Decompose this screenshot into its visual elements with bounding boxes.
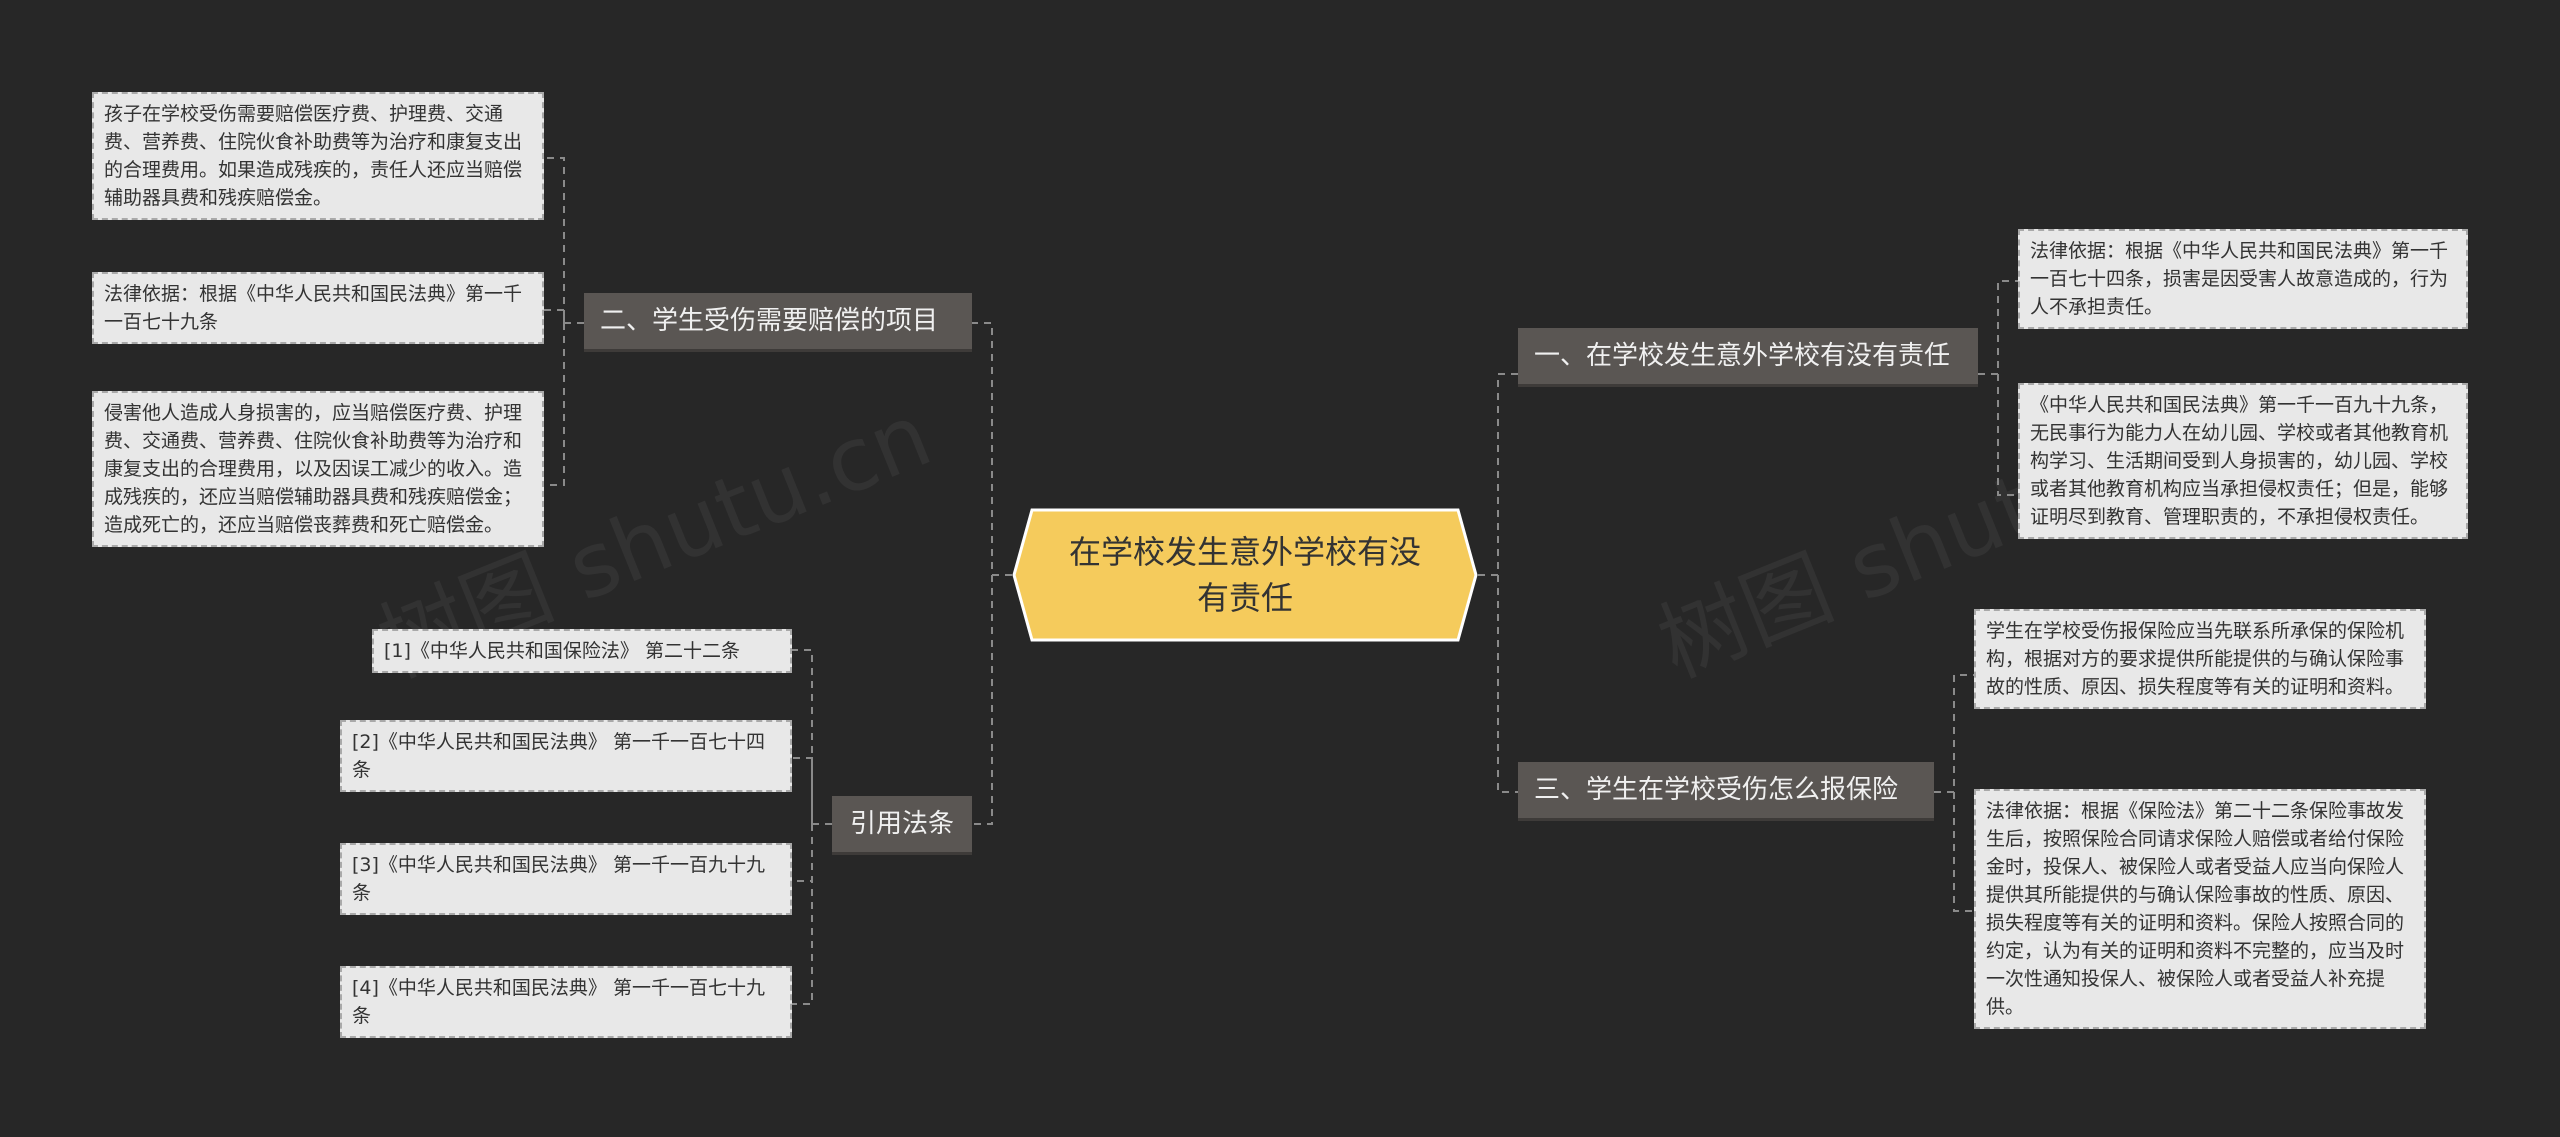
leaf-civil-code-1199[interactable]: 《中华人民共和国民法典》第一千一百九十九条，无民事行为能力人在幼儿园、学校或者其…: [2018, 383, 2468, 539]
connector-line: [1953, 792, 1974, 912]
leaf-text: 法律依据：根据《保险法》第二十二条保险事故发生后，按照保险合同请求保险人赔偿或者…: [1986, 800, 2405, 1018]
root-hexagon-shape: [1012, 508, 1478, 642]
leaf-text: 法律依据：根据《中华人民共和国民法典》第一千一百七十四条，损害是因受害人故意造成…: [2030, 240, 2449, 318]
connector-line: [792, 649, 832, 825]
leaf-insurance-steps[interactable]: 学生在学校受伤报保险应当先联系所承保的保险机构，根据对方的要求提供所能提供的与确…: [1974, 609, 2426, 709]
connector-line: [544, 309, 565, 323]
connector-line: [972, 575, 993, 825]
connector-line: [972, 322, 1012, 576]
connector-line: [1997, 374, 2018, 496]
leaf-text: 《中华人民共和国民法典》第一千一百九十九条，无民事行为能力人在幼儿园、学校或者其…: [2030, 394, 2449, 528]
leaf-compensation-summary[interactable]: 孩子在学校受伤需要赔偿医疗费、护理费、交通费、营养费、住院伙食补助费等为治疗和康…: [92, 92, 544, 220]
branch-label: 二、学生受伤需要赔偿的项目: [600, 306, 939, 336]
leaf-text: 学生在学校受伤报保险应当先联系所承保的保险机构，根据对方的要求提供所能提供的与确…: [1986, 620, 2405, 698]
leaf-citation-3[interactable]: [3]《中华人民共和国民法典》 第一千一百九十九条: [340, 843, 792, 915]
branch-label: 引用法条: [849, 809, 954, 839]
leaf-citation-1[interactable]: [1]《中华人民共和国保险法》 第二十二条: [372, 629, 792, 673]
branch-compensation-items[interactable]: 二、学生受伤需要赔偿的项目: [584, 293, 972, 352]
connector-line: [792, 824, 813, 1005]
connector-line: [1478, 373, 1518, 576]
leaf-text: 孩子在学校受伤需要赔偿医疗费、护理费、交通费、营养费、住院伙食补助费等为治疗和康…: [104, 103, 523, 209]
connector-line: [792, 757, 813, 824]
connector-line: [792, 824, 813, 882]
branch-cited-laws[interactable]: 引用法条: [832, 796, 972, 855]
branch-insurance-claim[interactable]: 三、学生在学校受伤怎么报保险: [1518, 762, 1934, 821]
leaf-personal-injury-compensation[interactable]: 侵害他人造成人身损害的，应当赔偿医疗费、护理费、交通费、营养费、住院伙食补助费等…: [92, 391, 544, 547]
branch-label: 三、学生在学校受伤怎么报保险: [1534, 775, 1899, 805]
leaf-text: [3]《中华人民共和国民法典》 第一千一百九十九条: [352, 854, 765, 904]
connector-line: [1497, 575, 1518, 793]
leaf-legal-basis-1179[interactable]: 法律依据：根据《中华人民共和国民法典》第一千一百七十九条: [92, 272, 544, 344]
leaf-text: [4]《中华人民共和国民法典》 第一千一百七十九条: [352, 977, 765, 1027]
root-topic[interactable]: 在学校发生意外学校有没有责任: [1012, 508, 1478, 642]
leaf-text: 侵害他人造成人身损害的，应当赔偿医疗费、护理费、交通费、营养费、住院伙食补助费等…: [104, 402, 523, 536]
leaf-citation-4[interactable]: [4]《中华人民共和国民法典》 第一千一百七十九条: [340, 966, 792, 1038]
leaf-insurance-law-22[interactable]: 法律依据：根据《保险法》第二十二条保险事故发生后，按照保险合同请求保险人赔偿或者…: [1974, 789, 2426, 1029]
root-topic-title: 在学校发生意外学校有没有责任: [1068, 533, 1421, 617]
leaf-text: [2]《中华人民共和国民法典》 第一千一百七十四条: [352, 731, 765, 781]
leaf-legal-basis-1174[interactable]: 法律依据：根据《中华人民共和国民法典》第一千一百七十四条，损害是因受害人故意造成…: [2018, 229, 2468, 329]
leaf-text: 法律依据：根据《中华人民共和国民法典》第一千一百七十九条: [104, 283, 523, 333]
connector-line: [1934, 674, 1974, 793]
leaf-citation-2[interactable]: [2]《中华人民共和国民法典》 第一千一百七十四条: [340, 720, 792, 792]
connector-line: [544, 323, 565, 486]
branch-label: 一、在学校发生意外学校有没有责任: [1534, 341, 1951, 371]
connector-line: [1978, 280, 2018, 375]
connector-line: [544, 157, 584, 324]
leaf-text: [1]《中华人民共和国保险法》 第二十二条: [384, 640, 740, 662]
branch-school-liability[interactable]: 一、在学校发生意外学校有没有责任: [1518, 328, 1978, 387]
